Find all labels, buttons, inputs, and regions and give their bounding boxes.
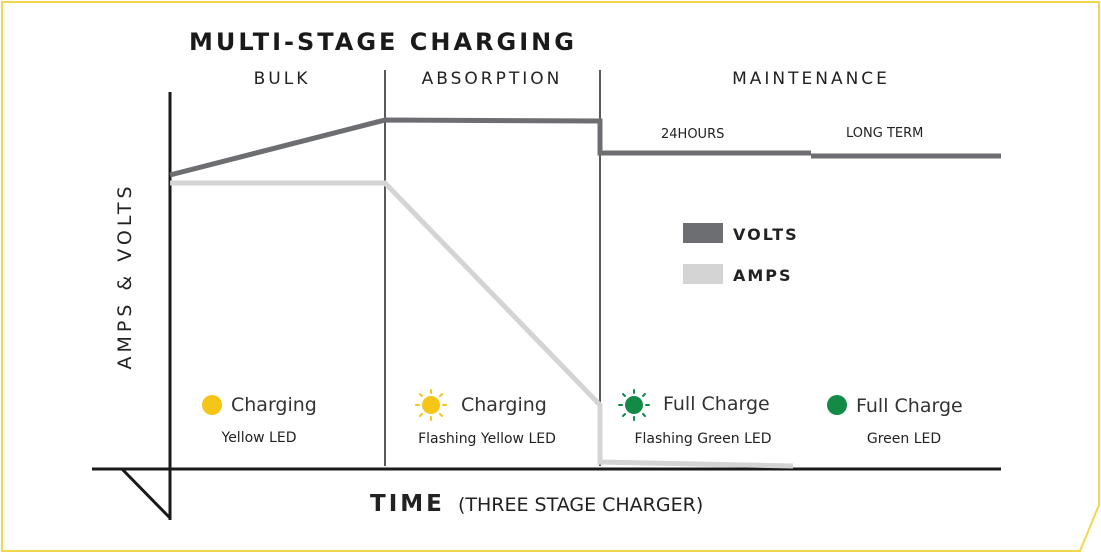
led-flashing-yellow-icon: [415, 389, 447, 421]
legend-amps-label: AMPS: [733, 266, 793, 285]
led-flashing-green-label: Full Charge: [663, 393, 770, 415]
phase-maintenance-label: MAINTENANCE: [732, 69, 890, 89]
led-yellow-icon: [202, 395, 222, 415]
subphase-24-hours-label: 24HOURS: [661, 127, 724, 142]
led-flashing-yellow-caption: Flashing Yellow LED: [418, 431, 556, 447]
led-flashing-green-icon: [618, 389, 650, 421]
led-green-label: Full Charge: [856, 395, 963, 417]
led-status-green: Full Charge Green LED: [827, 395, 963, 447]
x-axis-label-time: TIME: [370, 491, 445, 517]
led-status-flashing-yellow: Charging Flashing Yellow LED: [415, 389, 556, 447]
legend-volts-label: VOLTS: [733, 225, 799, 244]
x-axis-label-note: (THREE STAGE CHARGER): [458, 494, 703, 516]
volts-curve: [169, 117, 811, 178]
legend-volts-swatch: [683, 223, 723, 243]
led-green-icon: [827, 395, 847, 415]
led-flashing-green-caption: Flashing Green LED: [634, 431, 771, 447]
led-status-yellow: Charging Yellow LED: [202, 394, 317, 446]
phase-bulk-label: BULK: [254, 69, 311, 89]
y-axis-label: AMPS & VOLTS: [114, 182, 136, 369]
diagram-title: MULTI-STAGE CHARGING: [189, 28, 577, 56]
led-status-flashing-green: Full Charge Flashing Green LED: [618, 389, 772, 447]
led-yellow-caption: Yellow LED: [221, 430, 297, 446]
led-green-caption: Green LED: [867, 431, 941, 447]
led-yellow-label: Charging: [231, 394, 317, 416]
amps-curve: [170, 180, 794, 469]
led-flashing-yellow-label: Charging: [461, 394, 547, 416]
x-axis-label: TIME (THREE STAGE CHARGER): [370, 491, 703, 517]
axis-corner-diagonal: [120, 467, 172, 520]
legend-amps-swatch: [683, 264, 723, 284]
subphase-long-term-label: LONG TERM: [846, 126, 923, 141]
phase-absorption-label: ABSORPTION: [422, 69, 563, 89]
